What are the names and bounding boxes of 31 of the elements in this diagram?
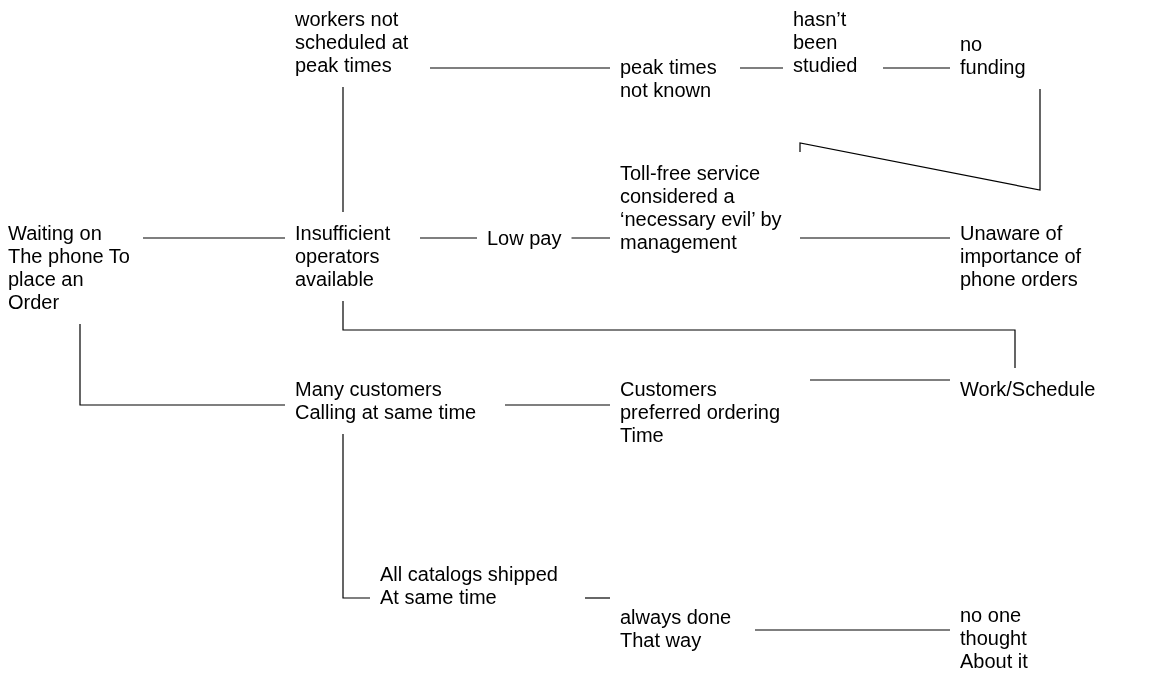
cause-text: Toll-free service considered a ‘necessary evil’ by management [620,162,783,254]
connector-line [584,597,611,599]
connector-line [342,300,1016,369]
connector-line [739,67,784,69]
cause-text: workers not scheduled at peak times [295,8,410,77]
connector-line [799,88,1041,191]
connector-line [429,67,611,69]
connector-line [754,629,951,631]
connector-line [809,379,951,381]
connector-line [882,67,951,69]
connector-line [342,433,371,599]
cause-text: peak times not known [620,56,718,102]
connector-line [504,404,611,406]
cause-text: no funding [960,33,1027,79]
connector-line [342,86,344,213]
cause-text: Waiting on The phone To place an Order [8,222,131,314]
cause-text: Low pay [487,227,562,250]
connector-line [79,323,286,406]
connector-line [570,237,611,239]
connector-line [799,237,951,239]
cause-text: Unaware of importance of phone orders [960,222,1083,291]
connector-line [142,237,286,239]
cause-text: Many customers Calling at same time [295,378,478,424]
cause-text: All catalogs shipped At same time [380,563,559,609]
cause-text: Insufficient operators available [295,222,392,291]
cause-text: Customers preferred ordering Time [620,378,782,447]
cause-text: always done That way [620,606,733,652]
cause-text: hasn’t been studied [793,8,859,77]
cause-text: no one thought About it [960,604,1029,673]
cause-text: Work/Schedule [960,378,1096,401]
connector-line [419,237,478,239]
